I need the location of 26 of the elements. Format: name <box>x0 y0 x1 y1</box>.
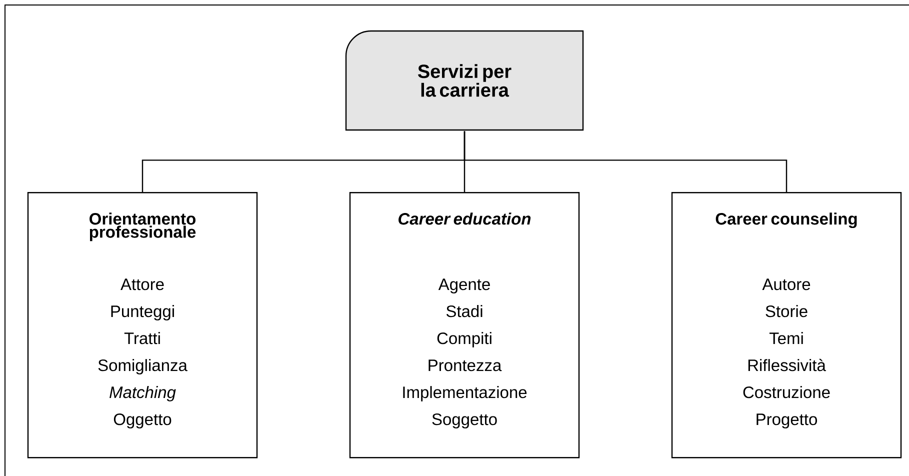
list-item: Attore <box>120 278 164 290</box>
list-item: Matching <box>110 386 176 402</box>
list-item: Somiglianza <box>98 359 188 374</box>
heading: Career education <box>398 212 531 225</box>
list-item: Punteggi <box>111 305 174 320</box>
heading: Career counseling <box>716 212 857 228</box>
list-item: Progetto <box>756 414 817 428</box>
list-item: Tratti <box>124 332 160 344</box>
list-item: Autore <box>762 278 810 290</box>
list-item: Prontezza <box>428 360 502 372</box>
title-box: Servizi per la carriera <box>345 30 584 131</box>
list-item: Riflessività <box>748 358 826 372</box>
list-item: Compiti <box>437 332 492 348</box>
connector-line <box>464 131 788 192</box>
list-item: Implementazione <box>403 386 527 402</box>
list-item: Oggetto <box>114 413 172 428</box>
list-item: Soggetto <box>432 413 497 428</box>
list-item: Agente <box>438 278 490 294</box>
list-item: Storie <box>766 305 808 318</box>
list-item: Temi <box>769 332 803 344</box>
category-box <box>671 192 902 458</box>
category-box <box>27 192 258 458</box>
heading: Orientamento professionale <box>90 212 196 242</box>
category-box <box>349 192 580 458</box>
list-item: Costruzione <box>743 386 830 398</box>
list-item: Stadi <box>446 305 482 318</box>
